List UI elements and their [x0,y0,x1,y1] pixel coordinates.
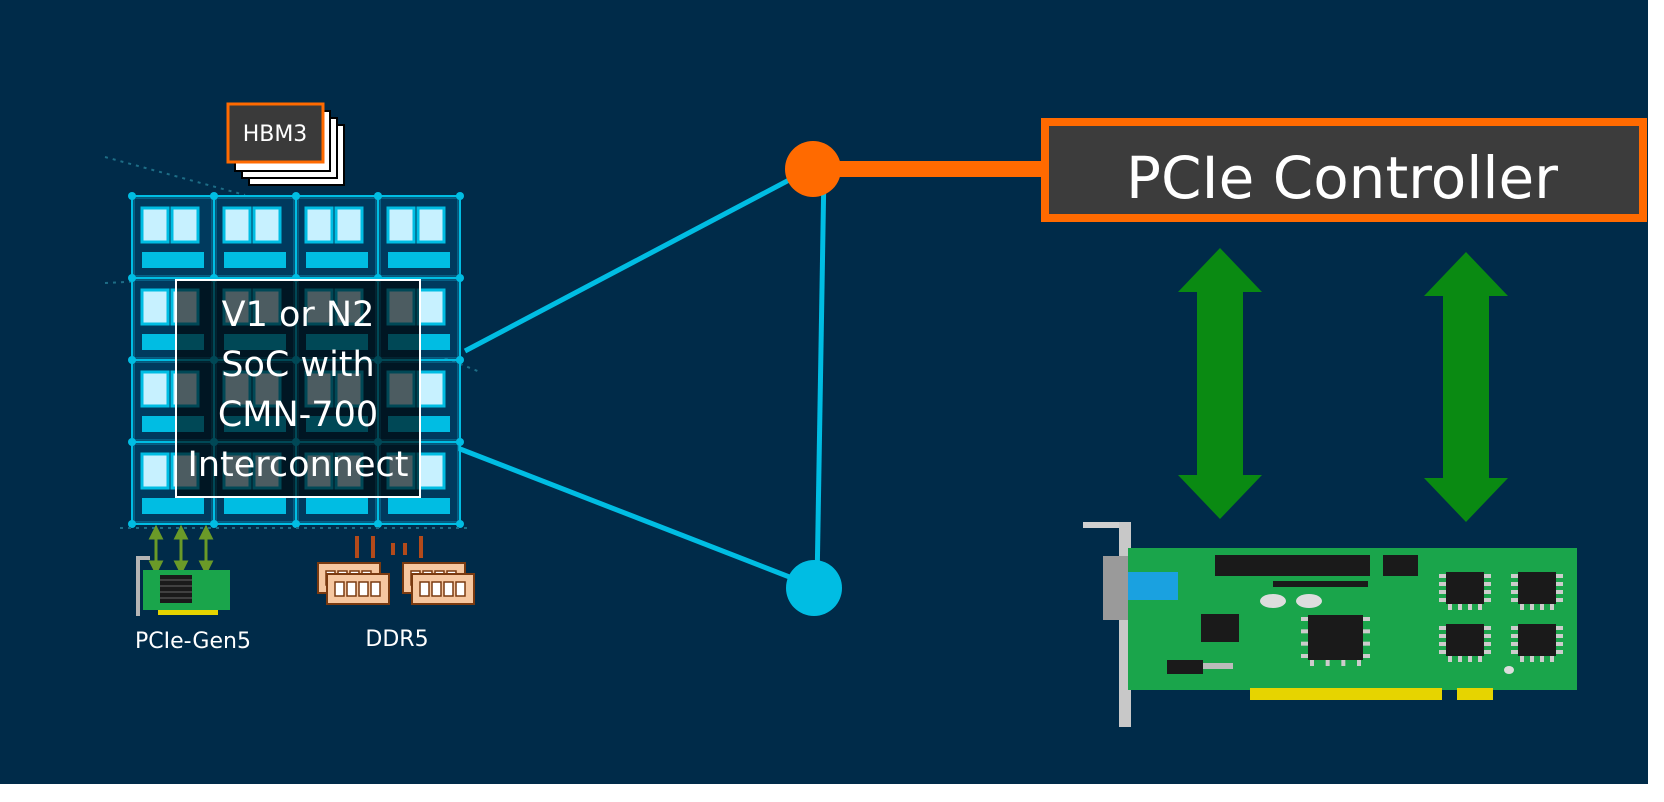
cyan-node [786,560,842,616]
soc-label-line-2: SoC with [221,345,374,385]
soc-label-line-4: Interconnect [188,445,409,485]
hbm3-stack-icon: HBM3 [226,102,345,186]
soc-tile [215,197,295,277]
ddr5-label: DDR5 [365,627,428,652]
pcie-card-icon [136,524,230,616]
soc-label-box [175,279,421,498]
link-soc-to-cyan-node [454,444,811,588]
bottom-border [0,784,1664,802]
orange-node [785,141,841,197]
soc-tile [133,197,213,277]
soc-tile [379,197,459,277]
soc-label-line-1: V1 or N2 [222,295,375,335]
soc-label-line-3: CMN-700 [218,395,378,435]
pcie-expansion-card-icon [1083,522,1577,727]
pcie-controller-label: PCIe Controller [1126,144,1558,212]
soc-tile [297,197,377,277]
pcie-controller-box [1041,118,1647,222]
link-soc-to-orange-node [463,167,810,354]
connection-lines [454,167,827,588]
hbm3-label: HBM3 [243,122,308,147]
right-border [1648,0,1664,802]
ddr5-memory-icon [317,536,475,605]
bidirectional-arrow-icon [1178,248,1508,522]
link-vertical [814,169,827,586]
pcie-gen5-label: PCIe-Gen5 [135,629,251,654]
